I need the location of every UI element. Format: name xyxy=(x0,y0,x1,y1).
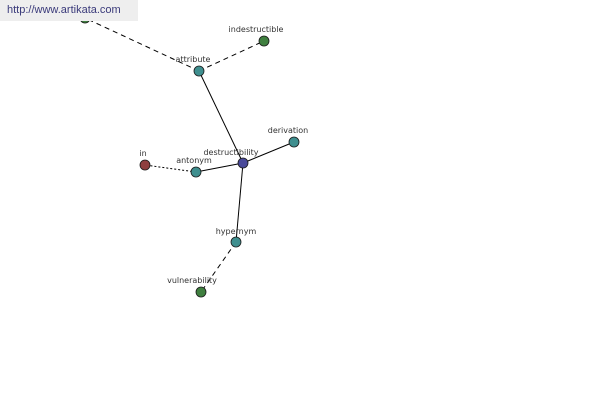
node-circle-hypernym[interactable] xyxy=(230,236,242,248)
node-circle-destructibility[interactable] xyxy=(237,157,249,169)
node-destructibility[interactable]: destructibility xyxy=(203,148,259,169)
node-indestructible[interactable]: indestructible xyxy=(229,25,284,47)
node-in[interactable]: in xyxy=(139,149,151,171)
edge-attribute-topleft xyxy=(84,17,200,72)
node-label-destructibility: destructibility xyxy=(203,148,258,157)
node-vulnerability[interactable]: vulnerability xyxy=(167,276,217,298)
graph-edges xyxy=(84,17,295,293)
node-attribute[interactable]: attribute xyxy=(176,55,211,77)
graph-nodes: destructibility attribute indestructible de… xyxy=(79,12,308,298)
edge-attribute-indestructible xyxy=(198,40,265,72)
source-url-watermark[interactable]: http://www.artikata.com xyxy=(0,0,138,21)
node-circle-derivation[interactable] xyxy=(288,136,300,148)
node-label-hypernym: hypernym xyxy=(216,227,257,236)
edge-antonym-in xyxy=(144,164,197,173)
edge-destructibility-hypernym xyxy=(235,162,244,243)
node-circle-in[interactable] xyxy=(139,159,151,171)
node-circle-indestructible[interactable] xyxy=(258,35,270,47)
node-circle-attribute[interactable] xyxy=(193,65,205,77)
node-circle-antonym[interactable] xyxy=(190,166,202,178)
node-label-vulnerability: vulnerability xyxy=(167,276,217,285)
edge-destructibility-derivation xyxy=(242,141,295,164)
node-label-in: in xyxy=(139,149,146,158)
edge-hypernym-vulnerability xyxy=(200,241,237,293)
node-label-derivation: derivation xyxy=(268,126,308,135)
node-hypernym[interactable]: hypernym xyxy=(216,227,257,248)
node-antonym[interactable]: antonym xyxy=(176,156,212,178)
node-derivation[interactable]: derivation xyxy=(268,126,308,148)
node-label-attribute: attribute xyxy=(176,55,211,64)
node-label-indestructible: indestructible xyxy=(229,25,284,34)
edge-destructibility-antonym xyxy=(195,162,244,173)
node-circle-vulnerability[interactable] xyxy=(195,286,207,298)
node-label-antonym: antonym xyxy=(176,156,212,165)
edge-destructibility-attribute xyxy=(198,70,244,164)
